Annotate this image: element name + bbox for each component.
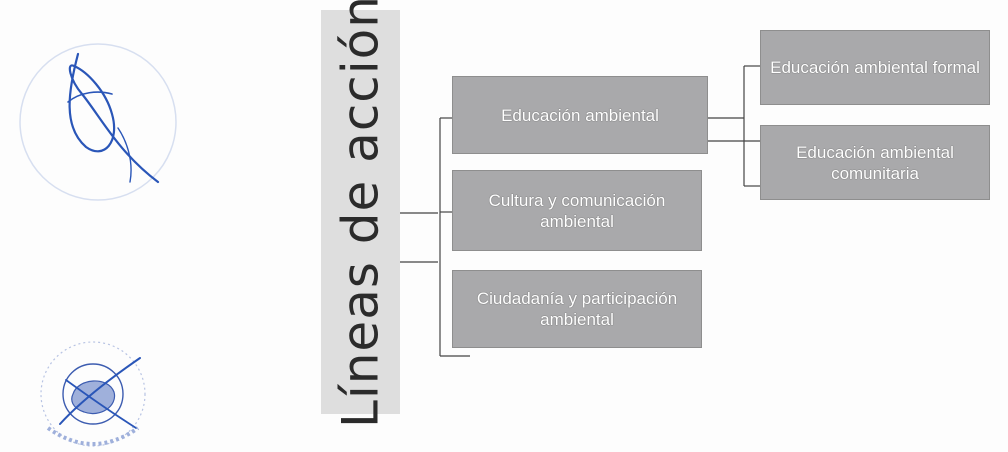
- line-box-ciudadania-participacion: Ciudadanía y participación ambiental: [452, 270, 702, 348]
- line-box-educacion-ambiental: Educación ambiental: [452, 76, 708, 154]
- line-box-label: Ciudadanía y participación ambiental: [476, 289, 678, 329]
- title-band: [321, 10, 400, 414]
- line-box-label: Cultura y comunicación ambiental: [488, 190, 666, 231]
- official-seal-stamp: [40, 341, 146, 447]
- line-box-label: Educación ambiental: [501, 105, 659, 125]
- subline-box-label: Educación ambiental comunitaria: [796, 142, 954, 183]
- subline-box-comunitaria: Educación ambiental comunitaria: [760, 125, 990, 200]
- subline-box-formal: Educación ambiental formal: [760, 30, 990, 105]
- line-box-cultura-comunicacion: Cultura y comunicación ambiental: [452, 170, 702, 251]
- subline-box-label: Educación ambiental formal: [770, 58, 980, 77]
- signature-stamp: [19, 43, 177, 201]
